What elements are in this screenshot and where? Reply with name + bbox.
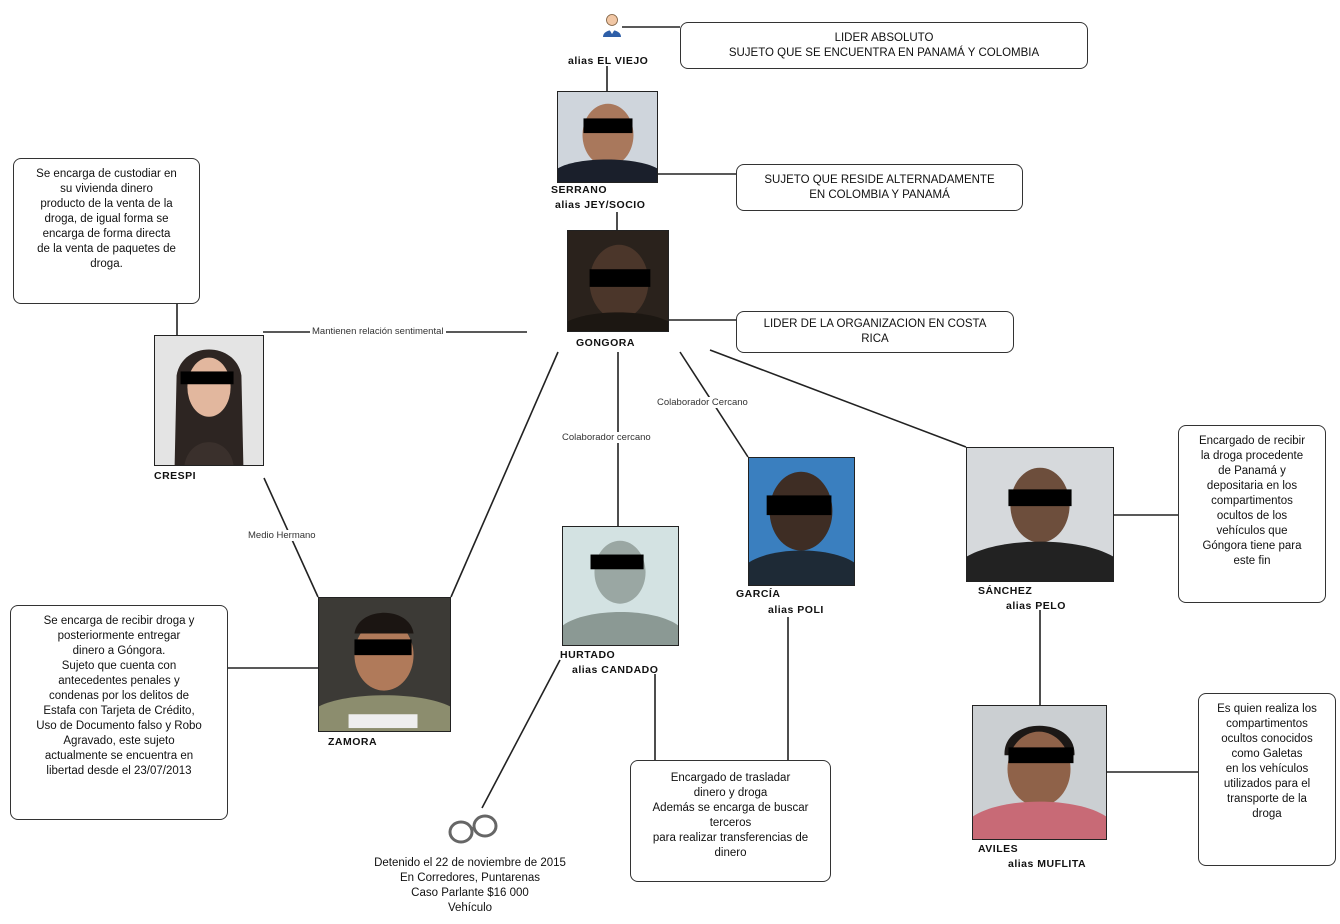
photo-crespi (154, 335, 264, 466)
photo-sanchez (966, 447, 1114, 582)
edge-label-crespi-gongora: Mantienen relación sentimental (310, 326, 446, 337)
name-aviles: AVILES (978, 843, 1019, 855)
photo-zamora (318, 597, 451, 732)
edge-label-gongora-garcia: Colaborador Cercano (655, 397, 750, 408)
photo-hurtado (562, 526, 679, 646)
note-garcia: Encargado de trasladar dinero y droga Ad… (630, 760, 831, 882)
alias-hurtado: alias CANDADO (572, 664, 659, 676)
note-aviles: Es quien realiza los compartimentos ocul… (1198, 693, 1336, 866)
photo-garcia (748, 457, 855, 586)
alias-aviles: alias MUFLITA (1008, 858, 1087, 870)
note-zamora: Se encarga de recibir droga y posteriorm… (10, 605, 228, 820)
detention-caption-hurtado: Detenido el 22 de noviembre de 2015 En C… (374, 857, 566, 914)
note-gongora: LIDER DE LA ORGANIZACION EN COSTA RICA (736, 311, 1014, 353)
note-sanchez: Encargado de recibir la droga procedente… (1178, 425, 1326, 603)
photo-gongora (567, 230, 669, 332)
line-hurtado-handcuffs (481, 659, 561, 809)
alias-garcia: alias POLI (768, 604, 824, 616)
note-crespi: Se encarga de custodiar en su vivienda d… (13, 158, 200, 304)
person-icon (601, 12, 623, 38)
alias-serrano: alias JEY/SOCIO (555, 199, 646, 211)
edge-label-gongora-hurtado: Colaborador cercano (560, 432, 653, 443)
name-garcia: GARCÍA (736, 588, 781, 600)
name-serrano: SERRANO (551, 184, 608, 196)
photo-aviles (972, 705, 1107, 840)
name-gongora: GONGORA (576, 337, 635, 349)
edge-label-crespi-zamora: Medio Hermano (246, 530, 318, 541)
name-sanchez: SÁNCHEZ (978, 585, 1033, 597)
name-hurtado: HURTADO (560, 649, 616, 661)
handcuffs-icon (445, 810, 501, 848)
line-gongora-sanchez (709, 349, 967, 448)
note-el-viejo: LIDER ABSOLUTO SUJETO QUE SE ENCUENTRA E… (680, 22, 1088, 69)
name-crespi: CRESPI (154, 470, 197, 482)
alias-sanchez: alias PELO (1006, 600, 1066, 612)
note-serrano: SUJETO QUE RESIDE ALTERNADAMENTE EN COLO… (736, 164, 1023, 211)
name-zamora: ZAMORA (328, 736, 378, 748)
alias-el-viejo: alias EL VIEJO (568, 55, 649, 67)
photo-serrano (557, 91, 658, 183)
line-gongora-zamora (450, 351, 559, 598)
